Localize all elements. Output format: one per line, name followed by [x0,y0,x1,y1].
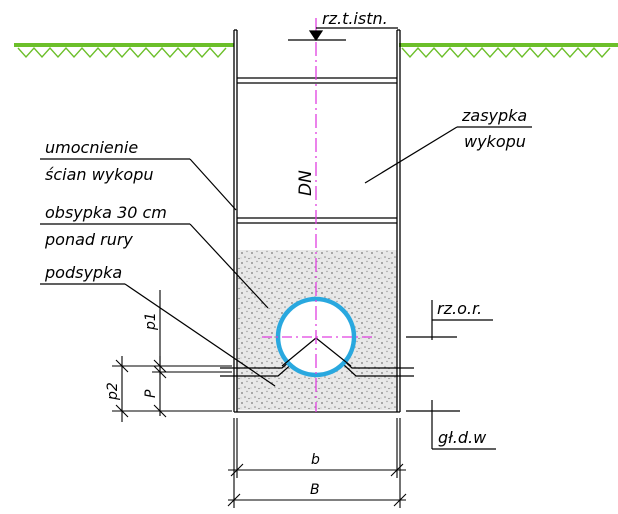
trench-walls [233,29,401,413]
horizontal-dimension-lines [227,418,407,508]
backfill-label-line1: zasypka [461,106,527,125]
cover-label-line2: ponad rury [44,230,133,249]
wall-support-label-line1: umocnienie [45,138,138,157]
backfill-label-line2: wykopu [464,132,526,151]
dimension-p1: p1 [143,312,159,331]
cover-leader [189,223,269,309]
struts [237,77,397,224]
bedding-label: podsypka [44,263,122,282]
existing-terrain-label: rz.t.istn. [322,9,388,28]
trench-depth-marker [406,400,460,449]
pipe-support-left [281,337,317,367]
dimension-B: B [310,482,320,498]
dimension-P: P [143,389,159,398]
cover-label-line1: obsypka 30 cm [45,203,167,222]
ground-hatch-icon [14,43,618,59]
wall-support-label-line2: ścian wykopu [45,165,154,184]
vertical-dimension-lines [112,290,232,422]
dimension-b: b [311,452,320,468]
pipe-bottom-level-marker [406,300,457,340]
level-triangle-icon [288,27,398,42]
pipe-bottom-level-label: rz.o.r. [437,299,482,318]
bedding-leader [124,283,276,387]
backfill-leader [364,126,458,184]
dimension-p2: p2 [105,382,121,401]
trench-depth-label: gł.d.w [438,428,487,447]
pipe-diameter-label: DN [296,170,316,196]
wall-support-leader [189,158,237,211]
pipe-support-right [315,337,352,367]
